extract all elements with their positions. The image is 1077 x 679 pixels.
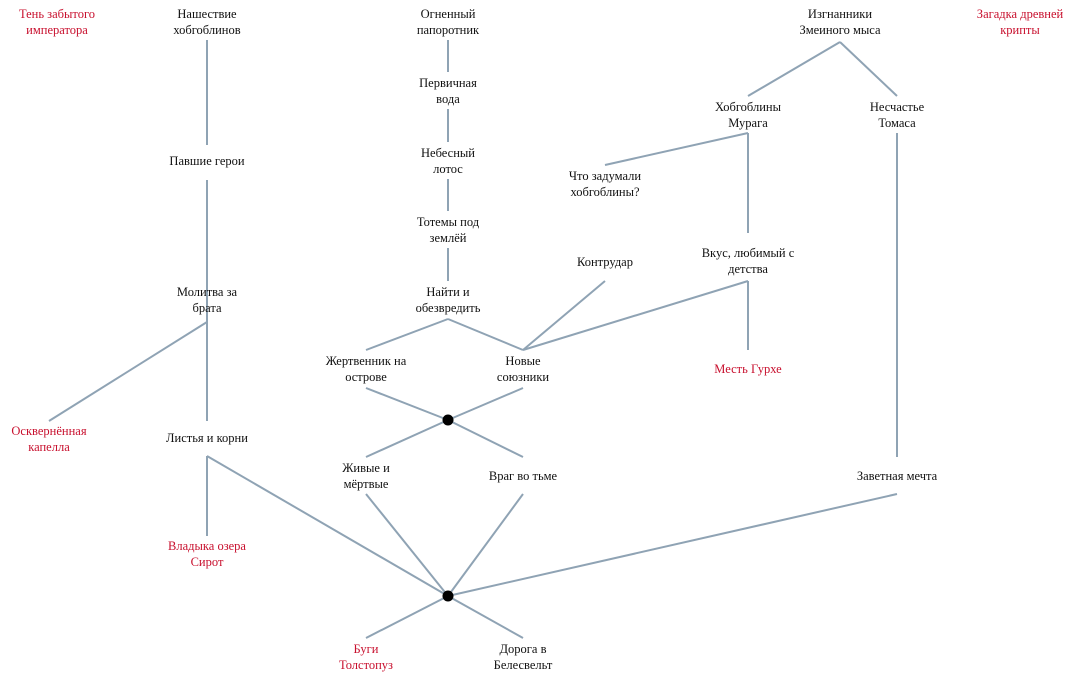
node-label-line: Жертвенник на [325,354,407,368]
node-label-line: Первичная [419,76,477,90]
quest-node-zhivye-i-myortvye: Живые и мёртвые [342,460,390,492]
node-label-line: Контрудар [577,255,633,269]
node-label-line: Несчастье [869,100,925,114]
node-label-line: Вкус, любимый с [701,246,795,260]
node-label-line: Змеиного мыса [799,23,881,37]
node-label-line: Что задумали [568,169,642,183]
node-label-line: Новые [505,354,541,368]
junction-dot-j1 [442,414,454,426]
quest-node-listya-i-korni: Листья и корни [166,430,248,446]
connector-izgnanniki-neschastie [839,41,898,97]
node-label-line: Сирот [190,555,224,569]
node-label-line: капелла [28,440,70,454]
node-label-line: Дорога в [499,642,547,656]
quest-node-molitva-za-brata: Молитва за брата [177,284,237,316]
node-label-line: детства [728,262,768,276]
quest-node-nebesny-lotos: Небесный лотос [421,145,475,177]
node-label-line: Месть Гурхе [714,362,782,376]
quest-node-oskvernennaya-kapella: Осквернённая капелла [11,423,86,455]
connector-nayti-novye [447,318,524,351]
node-label-line: брата [192,301,222,315]
node-label-line: Молитва за [176,285,238,299]
quest-node-nashestvie-hobgoblinov: Нашествие хобгоблинов [173,6,240,38]
quest-node-hobgobliny-muraga: Хобгоблины Мурага [715,99,781,131]
quest-node-zagadka-drevney-kripty: Загадка древней крипты [977,6,1063,38]
connector-vkus-novye [522,280,749,351]
connector-kontrudar-novye [522,280,606,351]
connector-novye-j1 [447,387,524,421]
quest-node-zhertvennik-na-ostrove: Жертвенник на острове [326,353,407,385]
node-label-line: обезвредить [415,301,481,315]
connector-molitva-oskvernennaya [48,321,208,422]
quest-node-totemy-pod-zemlyoy: Тотемы под землёй [417,214,479,246]
node-label-line: императора [26,23,88,37]
quest-node-neschastie-tomasa: Несчастье Томаса [870,99,924,131]
junction-dot-j2 [442,590,454,602]
quest-node-ten-zabytogo-imperatora: Тень забытого императора [19,6,95,38]
node-label-line: землёй [429,231,467,245]
connector-j2-bugi [365,595,449,639]
node-label-line: Хобгоблины [715,100,781,114]
node-label-line: Томаса [878,116,916,130]
node-label-line: хобгоблинов [173,23,241,37]
connector-zhivye-j2 [365,493,449,597]
node-label-line: Враг во тьме [488,469,558,483]
node-label-line: папоротник [416,23,480,37]
quest-node-nayti-i-obezvredit: Найти и обезвредить [416,284,481,316]
node-label-line: Нашествие [177,7,237,21]
quest-node-kontrudar: Контрудар [577,254,633,270]
quest-node-ognenny-paporotnik: Огненный папоротник [417,6,479,38]
quest-node-pervichnaya-voda: Первичная вода [419,75,477,107]
node-label-line: Тень забытого [18,7,96,21]
connector-j1-zhivye [365,419,449,458]
node-label-line: Изгнанники [807,7,873,21]
node-label-line: Тотемы под [416,215,480,229]
quest-node-pavshie-geroi: Павшие герои [169,153,244,169]
quest-node-izgnanniki-zmeinogo-mysa: Изгнанники Змеиного мыса [799,6,880,38]
quest-node-chto-zadumali-hobgobliny: Что задумали хобгоблины? [569,168,641,200]
node-label-line: Буги [353,642,379,656]
node-label-line: Толстопуз [339,658,393,672]
connector-izgnanniki-hobgobliny_muraga [747,41,841,97]
node-label-line: Загадка древней [976,7,1064,21]
node-label-line: Листья и корни [166,431,248,445]
node-label-line: Владыка озера [168,539,246,553]
quest-node-vrag-vo-tme: Враг во тьме [489,468,557,484]
quest-node-zavetnaya-mechta: Заветная мечта [857,468,937,484]
node-label-line: Белесвельт [493,658,553,672]
node-label-line: острове [345,370,387,384]
node-label-line: хобгоблины? [570,185,640,199]
node-label-line: союзники [496,370,550,384]
node-label-line: Мурага [728,116,768,130]
quest-node-vkus-lyubimy-s-detstva: Вкус, любимый с детства [702,245,795,277]
connector-listya-j2 [206,455,449,597]
node-label-line: Найти и [426,285,470,299]
node-label-line: Павшие герои [169,154,245,168]
node-label-line: вода [436,92,460,106]
node-label-line: Заветная мечта [856,469,938,483]
node-label-line: мёртвые [343,477,389,491]
connector-hobgobliny_muraga-chto_zadumali [604,132,749,166]
quest-node-vladyka-ozera-sirot: Владыка озера Сирот [168,538,246,570]
node-label-line: лотос [433,162,463,176]
connector-j1-vrag [447,419,524,458]
node-label-line: Огненный [420,7,476,21]
node-label-line: Небесный [421,146,475,160]
connector-nayti-zhertvennik [365,318,449,351]
quest-node-novye-soyuzniki: Новые союзники [497,353,549,385]
quest-node-doroga-v-belesvelt: Дорога в Белесвельт [494,641,553,673]
node-label-line: крипты [1000,23,1040,37]
connector-zhertvennik-j1 [365,387,449,421]
node-label-line: Осквернённая [11,424,87,438]
connector-zavetnaya-j2 [447,493,898,597]
connector-vrag-j2 [447,493,524,597]
quest-node-bugi-tolstopuz: Буги Толстопуз [339,641,393,673]
quest-node-mest-gurhe: Месть Гурхе [714,361,781,377]
node-label-line: Живые и [342,461,390,475]
connector-j2-doroga [447,595,524,639]
